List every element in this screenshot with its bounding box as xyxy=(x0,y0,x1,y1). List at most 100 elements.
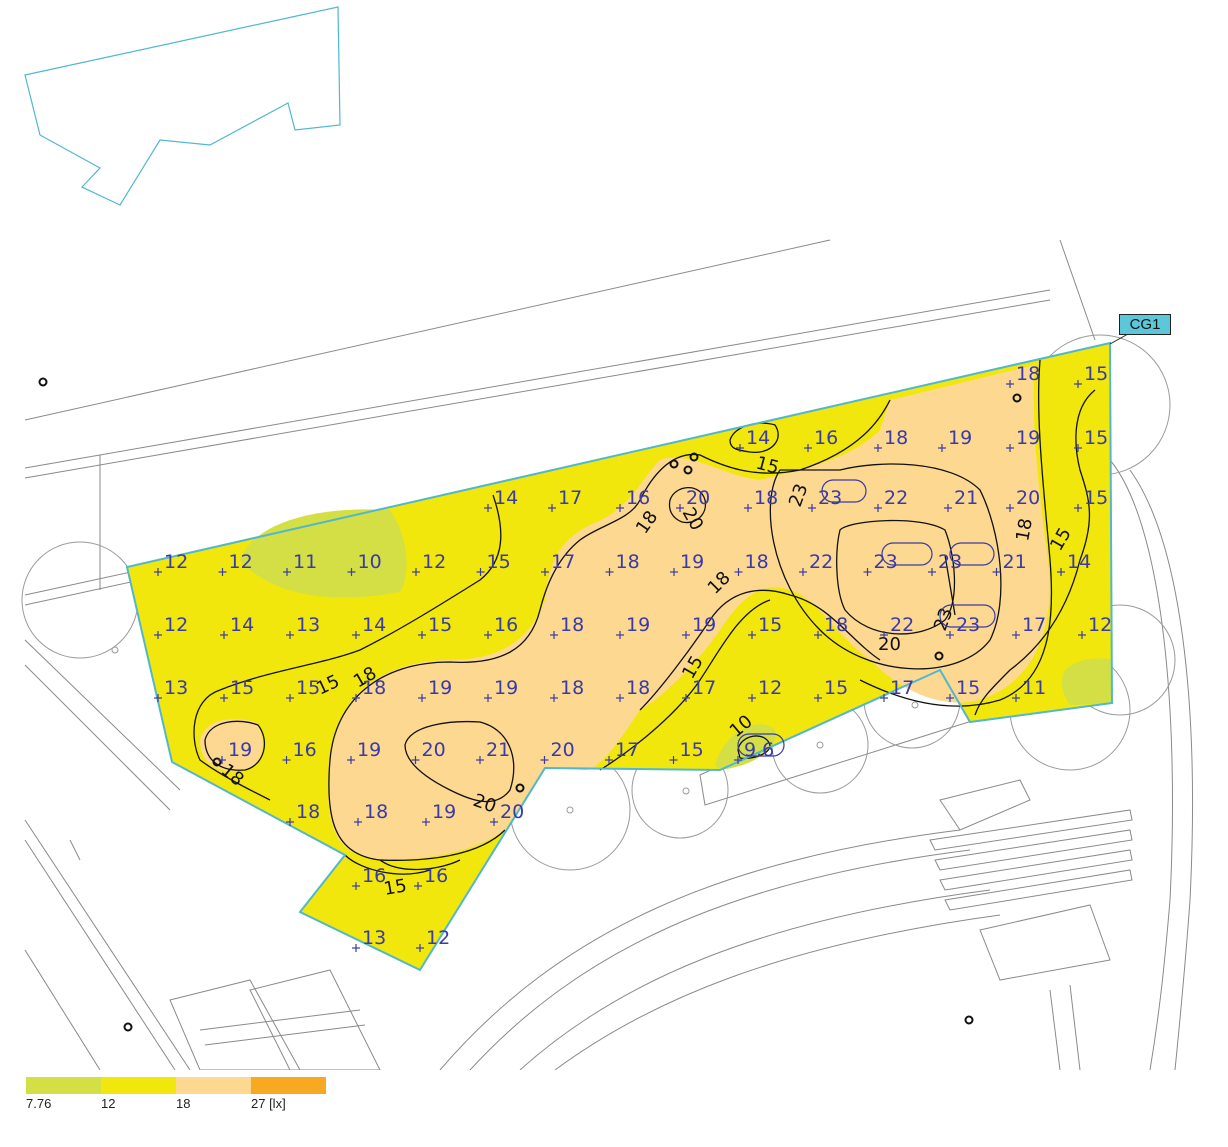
measurement-value: 14 xyxy=(230,614,254,636)
measurement-point: 22 xyxy=(874,487,908,512)
measurement-point: 23 xyxy=(863,551,898,576)
measurement-point: 19 xyxy=(418,677,452,702)
measurement-value: 16 xyxy=(814,427,838,449)
measurement-value: 18 xyxy=(362,677,386,699)
measurement-point: 21 xyxy=(476,739,510,764)
measurement-point: 12 xyxy=(154,614,188,639)
measurement-point: 19 xyxy=(218,739,252,764)
measurement-value: 21 xyxy=(1003,551,1027,573)
measurement-value: 16 xyxy=(626,487,650,509)
lighting-plan: 10 15 15 15 15 15 18 18 18 18 18 20 20 2… xyxy=(21,6,1193,1070)
measurement-value: 17 xyxy=(551,551,575,573)
measurement-value: 19 xyxy=(428,677,452,699)
measurement-value: 18 xyxy=(745,551,769,573)
measurement-point: 18 xyxy=(1006,363,1040,388)
measurement-point: 18 xyxy=(354,801,388,826)
measurement-point: 19 xyxy=(347,739,381,764)
measurement-point: 13 xyxy=(352,927,386,952)
measurement-value: 20 xyxy=(551,739,575,761)
measurement-value: 18 xyxy=(824,614,848,636)
luminaires xyxy=(38,377,1022,1032)
measurement-value: 12 xyxy=(1088,614,1112,636)
isoline-label: 15 xyxy=(382,875,408,900)
measurement-point: 18 xyxy=(550,677,584,702)
measurement-value: 18 xyxy=(296,801,320,823)
measurement-value: 16 xyxy=(494,614,518,636)
measurement-point: 17 xyxy=(605,739,639,764)
measurement-value: 12 xyxy=(164,551,188,573)
measurement-value: 19 xyxy=(626,614,650,636)
measurement-point: 14 xyxy=(352,614,386,639)
measurement-point: 12 xyxy=(748,677,782,702)
measurement-value: 22 xyxy=(890,614,914,636)
measurement-point: 12 xyxy=(1078,614,1112,639)
measurement-value: 21 xyxy=(486,739,510,761)
legend-swatch-top xyxy=(251,1077,326,1094)
measurement-value: 19 xyxy=(432,801,456,823)
measurement-value: 15 xyxy=(296,677,320,699)
measurement-value: 23 xyxy=(874,551,898,573)
legend-tick: 18 xyxy=(176,1096,191,1111)
measurement-value: 18 xyxy=(616,551,640,573)
measurement-point: 12 xyxy=(218,551,253,576)
measurement-point: 9.6 xyxy=(734,739,774,764)
measurement-point: 23 xyxy=(946,614,980,639)
measurement-point: 21 xyxy=(944,487,978,512)
measurement-point: 15 xyxy=(1074,363,1108,388)
measurement-point: 17 xyxy=(541,551,575,576)
measurement-value: 13 xyxy=(164,677,188,699)
extreme-value-markers xyxy=(737,479,996,757)
measurement-point: 19 xyxy=(1006,427,1040,452)
measurement-value: 18 xyxy=(560,614,584,636)
measurement-value: 23 xyxy=(818,487,842,509)
measurement-point: 10 xyxy=(347,551,382,576)
measurement-point: 17 xyxy=(682,677,716,702)
legend-swatch-mid xyxy=(101,1077,176,1094)
measurement-point: 15 xyxy=(418,614,452,639)
measurement-point: 18 xyxy=(605,551,640,576)
measurement-value: 10 xyxy=(358,551,382,573)
measurement-point: 12 xyxy=(416,927,450,952)
measurement-point: 11 xyxy=(1012,677,1046,702)
measurement-value: 22 xyxy=(809,551,833,573)
measurement-point: 12 xyxy=(154,551,188,576)
measurement-value: 12 xyxy=(422,551,446,573)
measurement-point: 15 xyxy=(814,677,848,702)
measurement-value: 15 xyxy=(428,614,452,636)
measurement-value: 18 xyxy=(626,677,650,699)
measurement-value: 17 xyxy=(1022,614,1046,636)
measurement-point: 20 xyxy=(490,801,524,826)
measurement-value: 19 xyxy=(228,739,252,761)
measurement-value: 18 xyxy=(1016,363,1040,385)
calculation-surface-label[interactable]: CG1 xyxy=(1119,314,1171,335)
measurement-point: 20 xyxy=(676,487,710,512)
measurement-value: 18 xyxy=(884,427,908,449)
measurement-point: 17 xyxy=(548,487,582,512)
measurement-point: 19 xyxy=(670,551,704,576)
measurement-point: 20 xyxy=(1006,487,1040,512)
measurement-value: 13 xyxy=(296,614,320,636)
legend-tick: 12 xyxy=(101,1096,116,1111)
measurement-point: 18 xyxy=(286,801,320,826)
measurement-value: 23 xyxy=(938,551,962,573)
measurement-point: 15 xyxy=(476,551,511,576)
measurement-point: 22 xyxy=(880,614,914,639)
callout-leader xyxy=(1109,333,1129,345)
measurement-point: 16 xyxy=(484,614,518,639)
measurement-point: 18 xyxy=(814,614,848,639)
measurement-point: 20 xyxy=(540,739,575,764)
legend-tick: 27 [lx] xyxy=(251,1096,286,1111)
measurement-point: 16 xyxy=(282,739,317,764)
measurement-value: 16 xyxy=(293,739,317,761)
measurement-point: 15 xyxy=(1074,427,1108,452)
measurement-value: 15 xyxy=(230,677,254,699)
measurement-point: 19 xyxy=(938,427,972,452)
measurement-point: 17 xyxy=(880,677,914,702)
measurement-point: 13 xyxy=(286,614,320,639)
measurement-point: 16 xyxy=(352,865,386,890)
measurement-value: 14 xyxy=(362,614,386,636)
measurement-value: 17 xyxy=(558,487,582,509)
measurement-value: 15 xyxy=(1084,427,1108,449)
measurement-value: 13 xyxy=(362,927,386,949)
measurement-value: 19 xyxy=(357,739,381,761)
